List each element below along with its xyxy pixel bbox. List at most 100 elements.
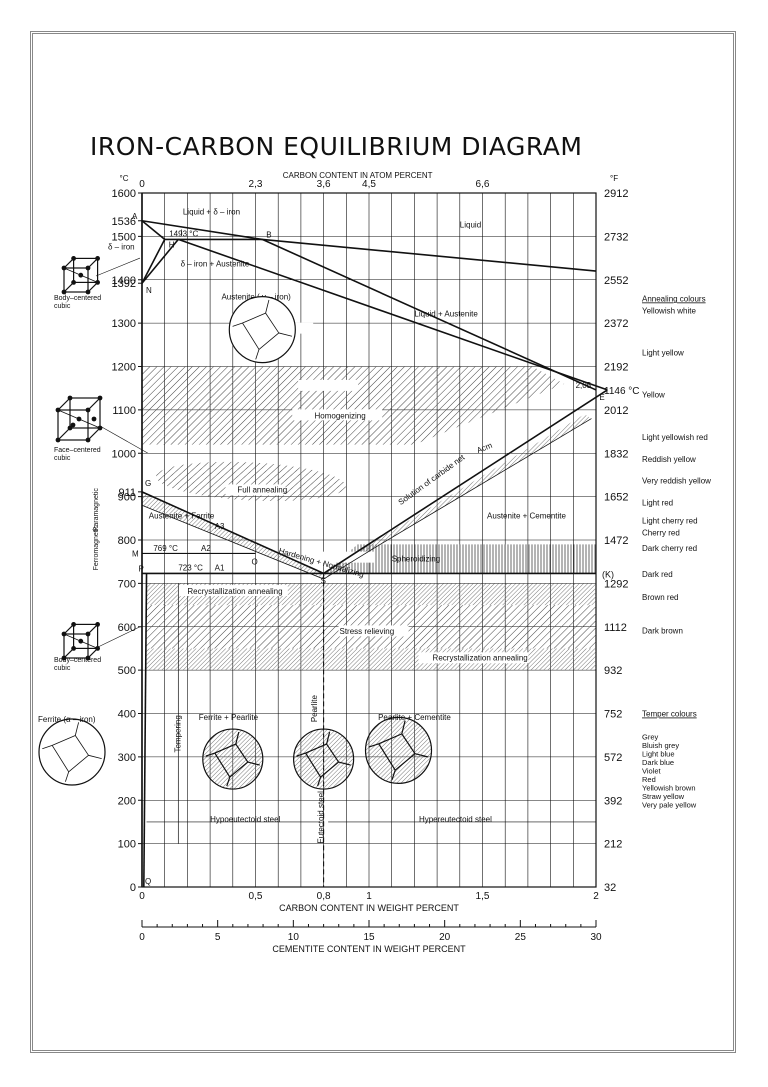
eutectoid-label: Eutectoid steel bbox=[317, 791, 326, 844]
left-axis-tick-label: 1300 bbox=[112, 318, 136, 330]
label-background bbox=[177, 585, 288, 597]
cube-edge bbox=[87, 427, 101, 441]
point-label-H: H bbox=[169, 240, 175, 249]
annealing-colour-label: Light cherry red bbox=[642, 517, 698, 526]
cube-atom bbox=[85, 407, 91, 413]
grid bbox=[141, 192, 597, 888]
lattice-pointer-line bbox=[95, 257, 141, 277]
ferrite-alpha-label: Ferrite (α – iron) bbox=[38, 715, 96, 724]
right-axis-tick-label: 32 bbox=[604, 882, 616, 894]
grain-boundary bbox=[317, 776, 322, 787]
right-axis-tick-label: 2912 bbox=[604, 188, 628, 200]
pearlite-cementite-label: Pearlite + Cementite bbox=[378, 713, 451, 722]
left-axis-tick-label: 1100 bbox=[112, 405, 136, 417]
right-axis-tick-label: 1832 bbox=[604, 448, 628, 460]
left-axis-tick-label: 1392 bbox=[112, 278, 136, 290]
annealing-colour-label: Very reddish yellow bbox=[642, 477, 711, 486]
cementite-axis-tick-label: 20 bbox=[439, 932, 451, 943]
page-frame bbox=[30, 31, 736, 1053]
grain-boundary bbox=[74, 722, 79, 736]
cube-back-face bbox=[72, 623, 99, 650]
recrystallization-label-1: Recrystallization annealing bbox=[187, 587, 282, 596]
lattice-label: Body–centered bbox=[54, 657, 101, 664]
grain-boundary bbox=[205, 752, 215, 757]
delta-austenite-label: δ – iron + Austenite bbox=[181, 260, 250, 269]
full-annealing-label: Full annealing bbox=[237, 485, 287, 494]
delta-gamma-line bbox=[141, 239, 166, 284]
left-axis-tick-label: 911 bbox=[118, 487, 136, 499]
a2-label: A2 bbox=[201, 544, 211, 553]
spheroidizing-band bbox=[323, 544, 596, 574]
a1-label: A1 bbox=[215, 563, 225, 572]
ferrite-pearlite-label: Ferrite + Pearlite bbox=[199, 713, 259, 722]
cementite-axis-tick-label: 10 bbox=[288, 932, 300, 943]
micro-circle bbox=[228, 296, 296, 364]
cube-atom bbox=[95, 622, 100, 627]
cube-atom bbox=[85, 265, 91, 271]
cube-front-face bbox=[63, 633, 89, 659]
bottom-axis-tick-label: 0 bbox=[139, 891, 145, 902]
point-label-N: N bbox=[146, 286, 152, 295]
temper-colour-label: Very pale yellow bbox=[642, 801, 697, 810]
grain-boundary bbox=[338, 761, 351, 766]
heat-treatment-bands bbox=[142, 322, 597, 671]
eutectic-temp-label: 1146 °C bbox=[604, 386, 640, 397]
lattice-label: cubic bbox=[54, 665, 71, 672]
label-background bbox=[338, 625, 409, 637]
grain-boundary bbox=[229, 761, 249, 778]
grain-boundary bbox=[88, 754, 102, 759]
cube-atom bbox=[85, 631, 91, 637]
austenite-cementite-label: Austenite + Cementite bbox=[487, 511, 566, 520]
temper-colour-label: Violet bbox=[642, 767, 662, 776]
austenite-ferrite-label: Austenite + Ferrite bbox=[149, 511, 215, 520]
left-axis-unit: °C bbox=[120, 174, 129, 183]
cementite-axis-tick-label: 5 bbox=[215, 932, 221, 943]
face-centered-cubic-icon bbox=[55, 395, 103, 443]
a3-line bbox=[141, 491, 324, 575]
cube-back-face bbox=[69, 397, 101, 429]
left-axis-tick-label: 1600 bbox=[112, 188, 136, 200]
grain-boundary bbox=[232, 322, 243, 327]
right-axis-tick-label: 2192 bbox=[604, 362, 628, 374]
grain-boundary bbox=[368, 743, 379, 748]
grain-boundary bbox=[258, 332, 280, 350]
left-axis-tick-label: 600 bbox=[118, 622, 136, 634]
right-axis-tick-label: 212 bbox=[604, 839, 622, 851]
bottom-axis-title: CARBON CONTENT IN WEIGHT PERCENT bbox=[279, 903, 459, 913]
point-label-B: B bbox=[266, 230, 271, 239]
recrystallization-band-2 bbox=[146, 648, 597, 671]
label-background bbox=[418, 652, 529, 664]
label-background bbox=[225, 484, 286, 496]
val-205-label: 2,05 bbox=[576, 381, 592, 390]
cube-atom-center bbox=[76, 416, 82, 422]
grain-boundary bbox=[68, 754, 89, 773]
cube-atom bbox=[95, 646, 100, 651]
cube-edge bbox=[57, 397, 71, 411]
a3-label: A3 bbox=[215, 522, 225, 531]
cube-edge bbox=[87, 397, 101, 411]
liquid-delta-label: Liquid + δ – iron bbox=[183, 208, 240, 217]
grain-boundary bbox=[265, 299, 270, 314]
annealing-colour-label: Dark cherry red bbox=[642, 544, 697, 553]
lattice-pointer-line bbox=[99, 425, 149, 454]
right-axis-tick-label: 752 bbox=[604, 709, 622, 721]
right-axis-tick-label: 932 bbox=[604, 665, 622, 677]
grain-boundary bbox=[255, 349, 260, 360]
cube-atom-face bbox=[91, 416, 97, 422]
grain-boundary bbox=[65, 771, 70, 782]
annealing-colour-label: Light red bbox=[642, 498, 673, 507]
grain-boundary bbox=[378, 733, 403, 745]
temper-colour-label: Straw yellow bbox=[642, 792, 685, 801]
left-axis-tick-label: 0 bbox=[130, 882, 136, 894]
left-axis-tick-label: 1500 bbox=[112, 231, 136, 243]
annealing-colour-label: Dark brown bbox=[642, 627, 683, 636]
top-axis-tick-label: 4,5 bbox=[362, 179, 376, 190]
point-label-E: E bbox=[599, 393, 604, 402]
top-axis-tick-label: 3,6 bbox=[317, 179, 331, 190]
temp-723-label: 723 °C bbox=[178, 563, 203, 572]
liquid-label: Liquid bbox=[460, 221, 481, 230]
point-label-S: S bbox=[321, 576, 326, 585]
cube-atom-center bbox=[78, 272, 84, 278]
pearlite-micro-illustration bbox=[293, 728, 355, 790]
